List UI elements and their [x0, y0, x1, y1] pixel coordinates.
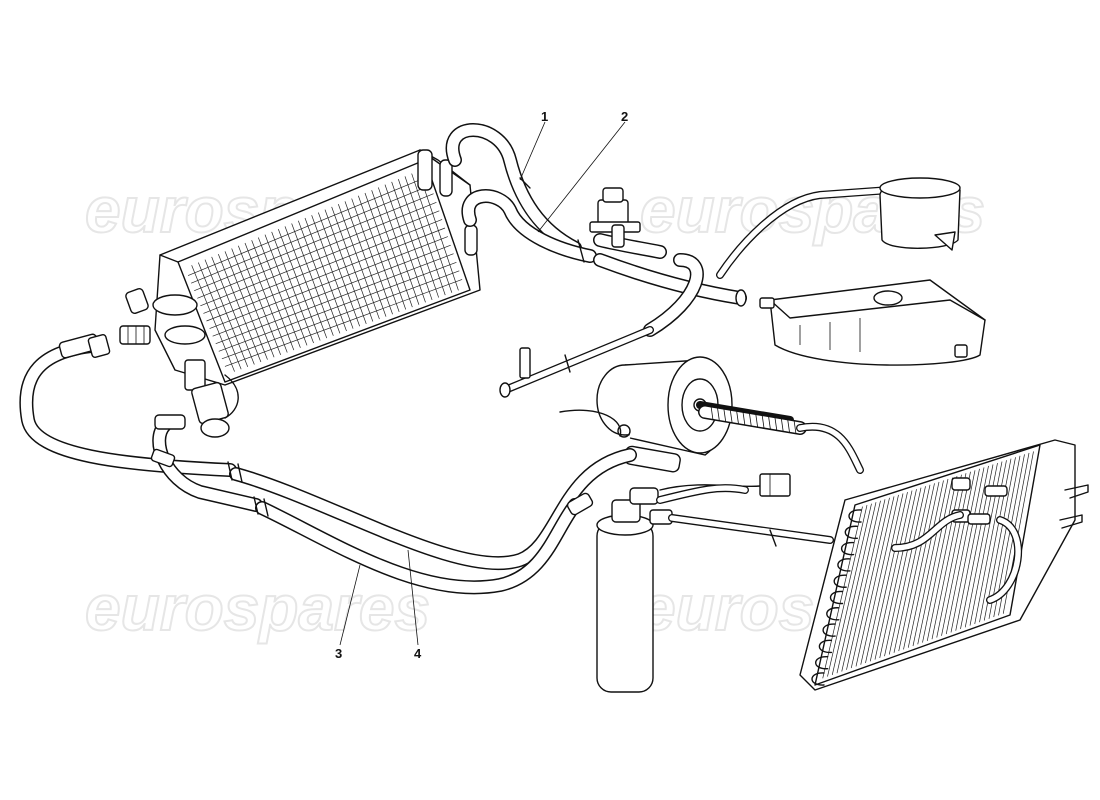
expansion-valve — [184, 359, 239, 438]
fin-line — [200, 210, 440, 307]
condenser-fins — [822, 451, 1034, 679]
fin-line — [780, 417, 784, 432]
fin-line — [917, 477, 953, 645]
fin-line — [993, 454, 1025, 618]
fin-line — [723, 408, 727, 423]
refrigerant-lines — [19, 333, 637, 595]
fin-line — [860, 494, 899, 665]
fin-line — [742, 411, 746, 426]
reservoir-canister — [879, 177, 961, 251]
evaporator-left-fittings — [119, 288, 206, 345]
receiver-drier — [596, 484, 834, 693]
callout-2: 2 — [621, 109, 628, 124]
fin-line — [879, 489, 917, 658]
fin-line — [903, 481, 940, 650]
tube-bend — [833, 574, 847, 588]
fin-line — [926, 474, 962, 641]
fin-line — [197, 201, 437, 299]
water-valve — [589, 187, 641, 248]
evaporator-fins — [187, 170, 463, 372]
fin-line — [884, 487, 922, 657]
fin-line — [215, 253, 454, 345]
fin-line — [983, 457, 1016, 621]
fin-line — [950, 467, 985, 633]
tube-bend — [829, 590, 844, 605]
fin-line — [898, 483, 935, 652]
fin-line — [945, 468, 980, 635]
fin-line — [827, 505, 868, 677]
fin-line — [907, 480, 944, 648]
fin-line — [716, 407, 720, 422]
fin-line — [941, 470, 976, 636]
fin-line — [893, 484, 931, 653]
callout-3: 3 — [335, 646, 342, 661]
expansion-tank — [759, 279, 986, 366]
tube-bend — [822, 623, 836, 637]
heater-hoses — [445, 123, 747, 307]
fin-line — [922, 476, 958, 643]
fin-line — [710, 405, 714, 421]
tube-bend — [811, 672, 825, 686]
fin-line — [748, 412, 752, 427]
fin-line — [888, 486, 926, 655]
fin-line — [755, 413, 759, 428]
fin-line — [865, 493, 904, 664]
watermark-bottom-left: eurospares — [85, 572, 430, 644]
fin-line — [187, 176, 428, 276]
fin-line — [191, 184, 431, 284]
fin-line — [787, 418, 791, 433]
fin-line — [768, 415, 771, 430]
tube-bend — [818, 639, 833, 654]
fin-line — [955, 465, 989, 631]
fin-line — [988, 455, 1021, 619]
fin-line — [912, 478, 949, 647]
evaporator-unit — [119, 149, 481, 438]
fin-line — [822, 506, 863, 679]
fin-line — [194, 193, 434, 292]
compressor-corrugated-hose — [710, 405, 797, 435]
tube-bend — [840, 541, 855, 556]
tube-bend — [848, 509, 862, 523]
fin-line — [846, 499, 886, 670]
callout-1: 1 — [541, 109, 548, 124]
fin-line — [850, 497, 890, 669]
fin-line — [931, 473, 967, 640]
fin-line — [729, 409, 733, 424]
fin-line — [869, 491, 908, 662]
fin-line — [841, 500, 881, 672]
fin-line — [936, 471, 971, 638]
fin-line — [203, 219, 443, 314]
fin-line — [836, 502, 877, 674]
fin-line — [206, 227, 446, 322]
coolant-hoses-right — [499, 186, 894, 398]
fin-line — [224, 279, 463, 367]
fin-line — [761, 414, 765, 429]
fin-line — [874, 490, 913, 660]
fin-line — [218, 261, 457, 352]
tube-bend — [844, 525, 858, 540]
fin-line — [831, 503, 872, 675]
fin-line — [736, 410, 739, 425]
callout-4: 4 — [414, 646, 422, 661]
fin-line — [221, 270, 460, 360]
tube-bend — [826, 607, 840, 621]
fin-line — [793, 419, 797, 435]
fin-line — [855, 496, 895, 667]
condenser — [799, 439, 1089, 691]
condenser-tube-bends — [811, 509, 862, 686]
callout-leaders — [339, 121, 626, 646]
fin-line — [774, 416, 778, 431]
tube-bend — [815, 655, 829, 670]
fin-line — [212, 244, 451, 337]
callout-labels: 1 2 3 4 — [335, 109, 628, 661]
tube-bend — [837, 558, 851, 572]
ac-compressor — [559, 356, 864, 474]
fin-line — [209, 236, 448, 329]
